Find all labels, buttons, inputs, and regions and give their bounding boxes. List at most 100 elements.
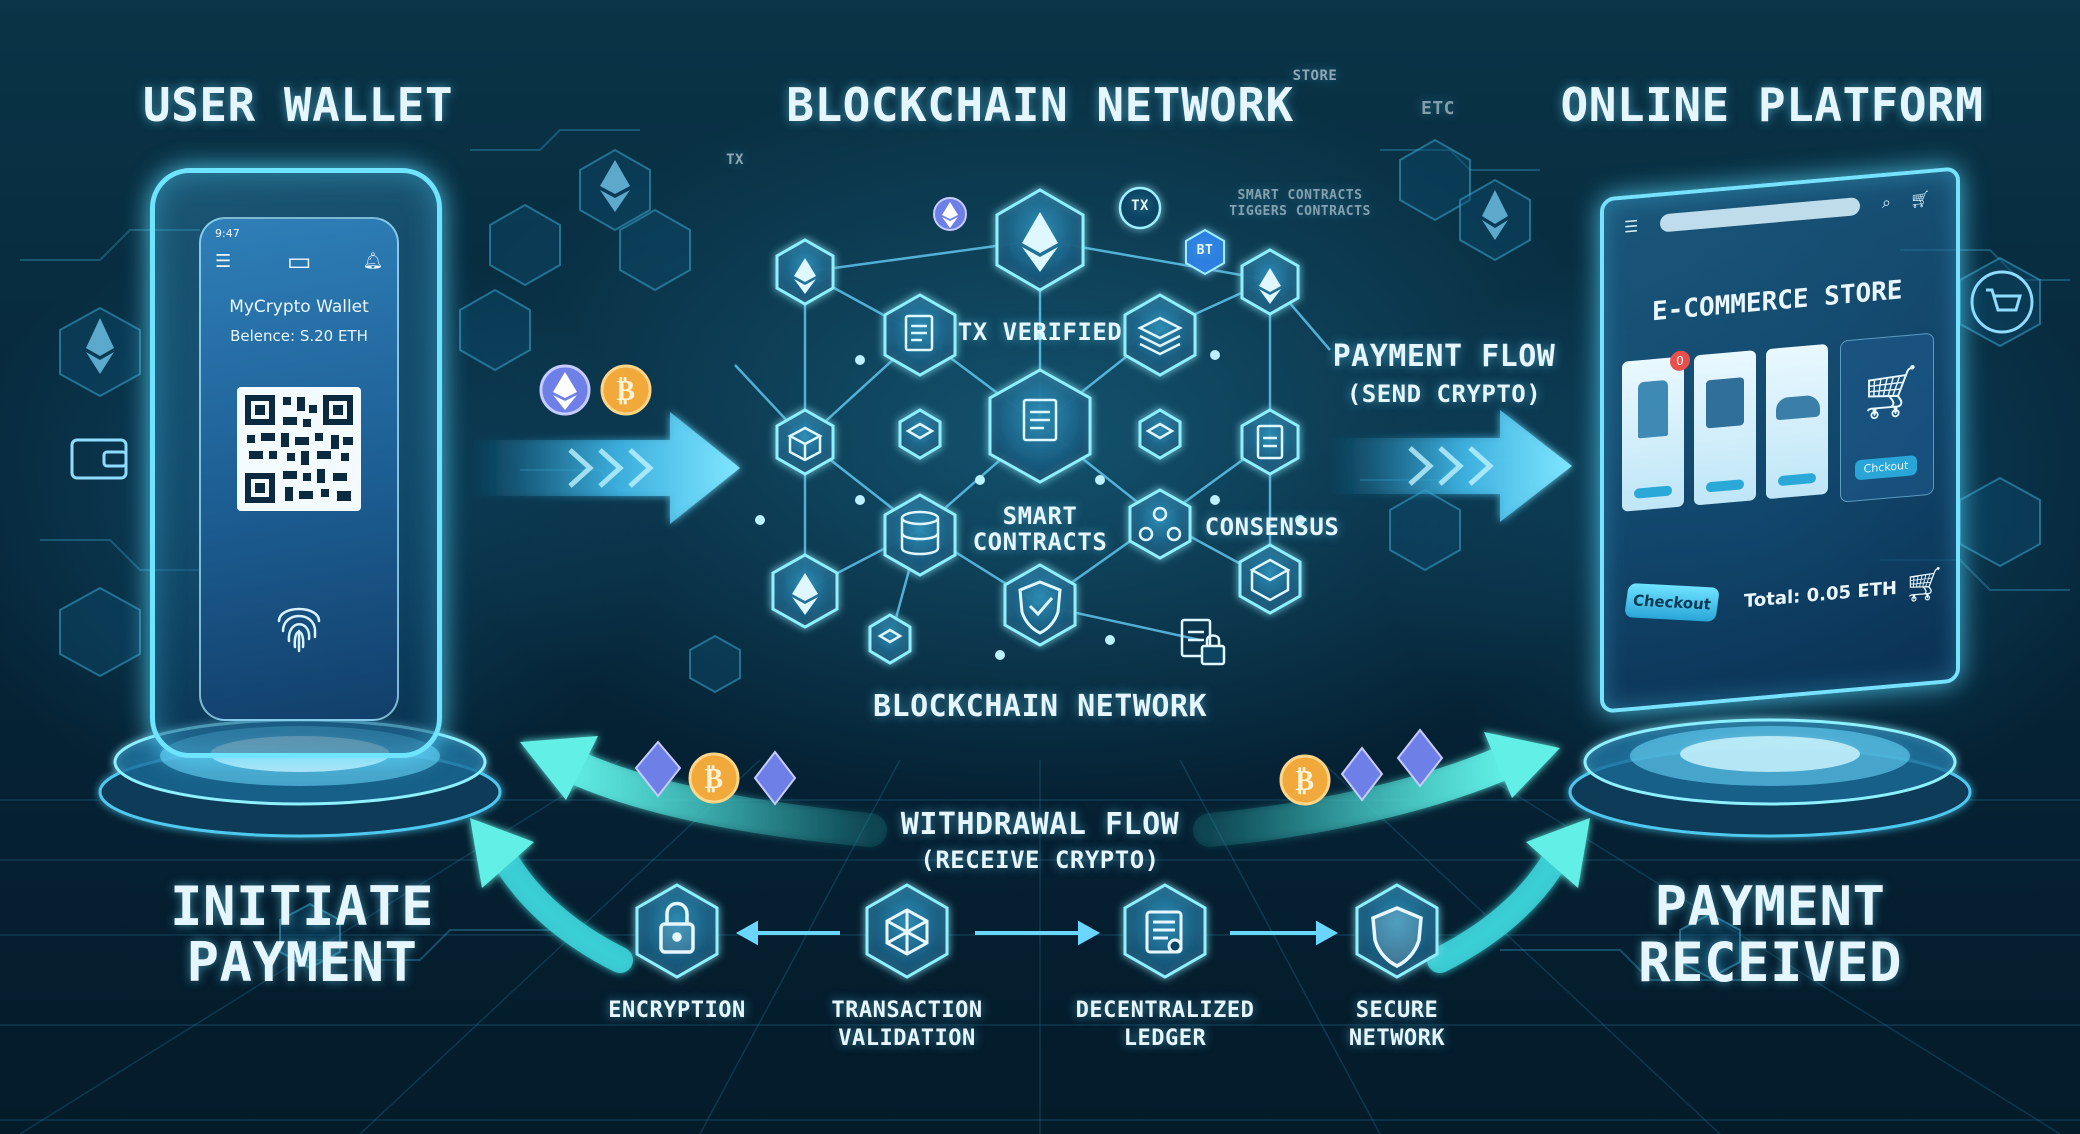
payment-flow-arrow-right [1330, 410, 1572, 522]
bg-etc-note: ETC [1420, 98, 1456, 119]
browser-cart-icon[interactable]: 🛒︎ [1910, 188, 1931, 210]
payment-flow-label: PAYMENT FLOW [1332, 339, 1556, 374]
right-pedestal [1568, 718, 1972, 838]
wallet-app-name: MyCrypto Wallet [229, 297, 369, 317]
encryption-hex [635, 883, 719, 979]
transaction-validation-label-line2: VALIDATION [838, 1026, 976, 1051]
menu-icon[interactable]: ☰ [215, 251, 232, 272]
bitcoin-symbol-withdrawal-left: ₿ [704, 762, 724, 795]
feature-connectors [735, 920, 1339, 946]
initiate-payment-label-line2: PAYMENT [186, 931, 418, 994]
node-stack [1123, 293, 1197, 377]
consensus-label: CONSENSUS [1204, 513, 1340, 541]
browser-address-bar[interactable] [1660, 197, 1860, 233]
withdrawal-flow-label: WITHDRAWAL FLOW [900, 807, 1180, 842]
node-smart-contracts [988, 368, 1092, 484]
bg-tiggers-contracts-note: TIGGERS CONTRACTS [1229, 204, 1371, 219]
smart-contracts-label-line1: SMART [1002, 502, 1078, 530]
product-card-tshirt[interactable] [1694, 350, 1756, 506]
ethereum-icons [792, 212, 1281, 615]
bell-icon[interactable]: 🔔︎ [362, 251, 383, 270]
database-icon [900, 510, 940, 556]
withdrawal-flow-sublabel: (RECEIVE CRYPTO) [920, 846, 1160, 874]
store-title: E-COMMERCE STORE [1652, 275, 1903, 328]
secure-network-hex [1355, 883, 1439, 979]
tx-badge-label: TX [1131, 198, 1149, 214]
qr-code[interactable] [237, 387, 361, 511]
encryption-label: ENCRYPTION [608, 998, 746, 1023]
stack-icon [1137, 316, 1183, 356]
payment-flow-arrow-left [470, 412, 740, 524]
shield-icon [1371, 906, 1423, 968]
wallet-side-icon [70, 438, 128, 480]
browser-toolbar: ☰ ⌕ 🛒︎ [1620, 186, 1940, 242]
withdrawal-coins-left [634, 740, 797, 806]
online-platform-title: ONLINE PLATFORM [1560, 78, 1984, 132]
product-card-shoe[interactable] [1766, 343, 1828, 500]
cube-icons [787, 422, 1175, 644]
payment-received-label-line1: PAYMENT [1654, 875, 1886, 938]
node-cube-left [775, 408, 835, 476]
user-wallet-title: USER WALLET [142, 78, 454, 132]
total-cart-icon: 🛒︎ [1904, 563, 1945, 606]
bt-badge [1185, 228, 1225, 276]
small-eth-coin-top [933, 197, 967, 231]
product-price-bar [1778, 472, 1816, 487]
network-nodes-icon [885, 908, 929, 956]
node-cube-small [868, 613, 912, 665]
tx-verified-label: TX VERIFIED [957, 318, 1123, 346]
document-icons [904, 314, 1058, 442]
lock-document-icon [1180, 618, 1226, 666]
node-cube-mid-left [898, 408, 942, 460]
secure-network-label-line1: SECURE [1355, 998, 1439, 1023]
fingerprint-icon[interactable] [273, 591, 325, 655]
bitcoin-symbol-withdrawal-right: ₿ [1295, 764, 1315, 797]
transaction-validation-label-line1: TRANSACTION [831, 998, 983, 1023]
tx-badge [1118, 186, 1162, 230]
wallet-icon: ▭ [286, 247, 312, 277]
browser-menu-icon[interactable]: ☰ [1624, 216, 1639, 237]
secure-network-label-line2: NETWORK [1348, 1026, 1446, 1051]
node-document [883, 293, 957, 377]
network-dots [755, 330, 1305, 660]
phone-screen: 9:47 ☰ ▭ 🔔︎ MyCrypto Wallet Belence: S.2… [199, 217, 399, 721]
product-price-bar [1634, 485, 1672, 499]
wallet-balance: Belence: S.20 ETH [230, 327, 368, 345]
product-badge: 0 [1670, 349, 1690, 372]
shopping-cart-icon: 🛒︎ [1859, 360, 1923, 425]
payment-received-label-line2: RECEIVED [1637, 931, 1903, 994]
consensus-icons [1138, 424, 1291, 602]
bitcoin-symbol: ₿ [616, 374, 636, 407]
shield-check-icon [1018, 580, 1062, 635]
ledger-icon [1145, 910, 1183, 954]
phone-status-time: 9:47 [215, 227, 240, 240]
initiate-payment-label-line1: INITIATE [169, 875, 435, 938]
ecommerce-browser-window: ☰ ⌕ 🛒︎ E-COMMERCE STORE 0 🛒︎ Chckout Che… [1600, 166, 1960, 714]
cart-side-icon [1970, 270, 2034, 334]
product-price-bar [1706, 479, 1744, 493]
bg-ethereum-icon [86, 160, 1508, 374]
browser-search-icon[interactable]: ⌕ [1882, 192, 1891, 213]
feature-hexes [635, 883, 1439, 979]
withdrawal-flow-arrows [470, 732, 1590, 973]
bitcoin-coin-left [600, 364, 652, 416]
phone-wallet-device: 9:47 ☰ ▭ 🔔︎ MyCrypto Wallet Belence: S.2… [150, 168, 442, 758]
checkout-button[interactable]: Checkout [1624, 582, 1720, 622]
smart-contracts-label-line2: CONTRACTS [972, 528, 1108, 556]
payment-flow-sublabel: (SEND CRYPTO) [1346, 380, 1542, 408]
bg-smart-contracts-note: SMART CONTRACTS [1237, 188, 1363, 203]
node-shield [1003, 563, 1077, 647]
withdrawal-coins-right [1279, 728, 1444, 806]
blockchain-network-title: BLOCKCHAIN NETWORK [786, 78, 1294, 132]
cart-checkout-button[interactable]: Chckout [1855, 455, 1917, 481]
jacket-icon [1638, 379, 1668, 439]
decentralized-ledger-label-line1: DECENTRALIZED [1075, 998, 1255, 1023]
bg-store-note: STORE [1292, 68, 1338, 84]
ethereum-coin-left [539, 364, 591, 416]
product-card-jacket[interactable]: 0 [1622, 349, 1690, 512]
node-clipboard [1240, 408, 1300, 476]
cart-panel: 🛒︎ Chckout [1840, 332, 1934, 503]
decentralized-ledger-label-line2: LEDGER [1123, 1026, 1207, 1051]
